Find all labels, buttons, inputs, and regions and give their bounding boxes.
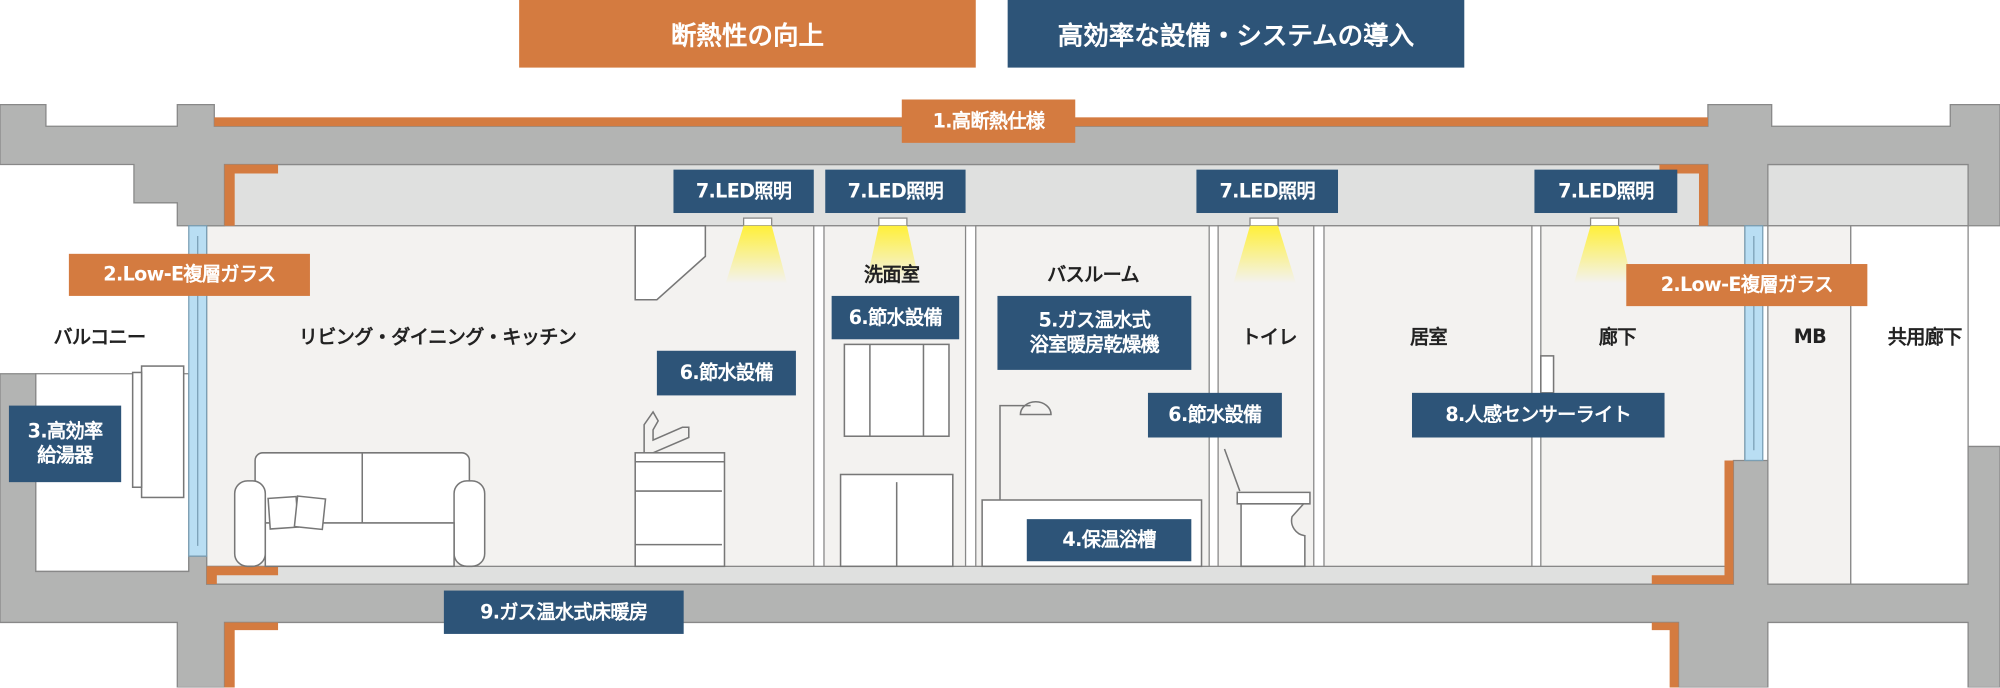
room-label-bathroom: バスルーム [1047, 263, 1140, 287]
floor-space [205, 565, 1738, 585]
faucet [643, 410, 690, 454]
label-led-2: 7.LED照明 [825, 169, 966, 214]
room-label-bedroom: 居室 [1410, 325, 1448, 349]
ceiling-space [223, 163, 1743, 227]
common-corridor-area [1850, 225, 1969, 585]
label-lowe-glass-left: 2.Low-E複層ガラス [68, 253, 310, 296]
sofa-arm-right [453, 480, 486, 568]
furniture [131, 224, 1555, 568]
shower [999, 401, 1052, 500]
label-water-heater: 3.高効率 給湯器 [8, 405, 122, 483]
room-label-ldk: リビング・ダイニング・キッチン [298, 325, 577, 349]
label-bath-dryer-line2: 浴室暖房乾燥機 [1029, 332, 1160, 356]
label-lowe-glass-right: 2.Low-E複層ガラス [1626, 264, 1868, 307]
label-high-insulation: 1.高断熱仕様 [901, 99, 1076, 143]
label-led-3: 7.LED照明 [1196, 169, 1339, 214]
toilet-shape [1223, 448, 1311, 568]
kitchen-counter [634, 452, 726, 568]
label-bath-dryer: 5.ガス温水式 浴室暖房乾燥機 [997, 295, 1192, 370]
header-insulation: 断熱性の向上 [519, 0, 976, 68]
header-equipment: 高効率な設備・システムの導入 [1007, 0, 1465, 68]
mb-ceiling [1767, 163, 1969, 227]
label-water-heater-line2: 給湯器 [37, 443, 93, 467]
label-floor-heating: 9.ガス温水式床暖房 [443, 590, 684, 634]
room-label-balcony: バルコニー [53, 325, 146, 349]
label-led-4: 7.LED照明 [1534, 169, 1678, 214]
room-label-mb: MB [1793, 325, 1827, 349]
led-lights [725, 217, 1633, 284]
sofa-arm-left [233, 480, 267, 568]
room-label-common-corridor: 共用廊下 [1887, 325, 1963, 349]
room-label-washroom: 洗面室 [863, 263, 920, 287]
label-water-saving-ldk: 6.節水設備 [656, 350, 796, 396]
water-heater [140, 365, 185, 499]
room-label-corridor: 廊下 [1598, 325, 1637, 349]
label-bath-dryer-line1: 5.ガス温水式 [1038, 308, 1151, 332]
label-water-saving-washroom: 6.節水設備 [831, 295, 960, 340]
label-bathtub: 4.保温浴槽 [1026, 519, 1192, 562]
vanity-mirror [843, 343, 950, 437]
label-water-saving-toilet: 6.節水設備 [1147, 392, 1282, 438]
range-hood [634, 224, 707, 301]
label-led-1: 7.LED照明 [673, 169, 814, 214]
label-sensor-light: 8.人感センサーライト [1411, 392, 1665, 438]
label-water-heater-line1: 3.高効率 [27, 419, 103, 443]
sofa-seat [264, 522, 455, 568]
room-label-toilet: トイレ [1241, 325, 1297, 349]
